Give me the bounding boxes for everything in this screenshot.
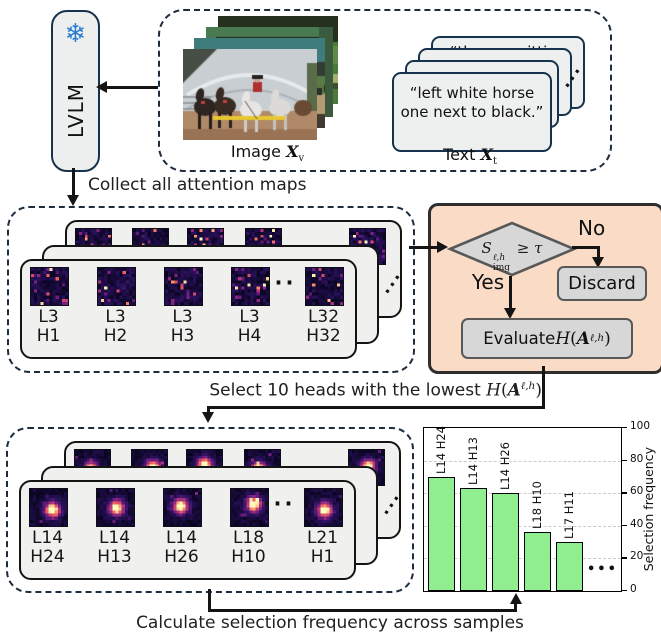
no-branch-line-2 — [597, 246, 600, 258]
y-tick-label: 0 — [630, 583, 637, 595]
no-branch-label: No — [578, 216, 606, 240]
chart-bar-label: L18 H10 — [530, 481, 544, 530]
attention-map — [29, 488, 68, 527]
yes-branch-label: Yes — [471, 270, 505, 294]
chart-bar — [492, 493, 519, 591]
chart-gridline — [424, 493, 621, 495]
attention-map — [96, 488, 135, 527]
text-stack-caption: Text Xt — [443, 145, 497, 168]
no-branch-line — [572, 246, 600, 249]
lvlm-label: LVLM — [63, 83, 88, 139]
y-tick-mark — [622, 427, 627, 429]
lvlm-model-box: ❄ LVLM — [51, 10, 100, 172]
chart-bar — [428, 476, 455, 591]
y-tick-mark — [622, 590, 627, 592]
heads-row-ellipsis: ··· — [262, 492, 296, 516]
arrowhead-down-icon — [504, 308, 516, 319]
chart-bar — [524, 532, 551, 591]
chart-bar — [460, 488, 487, 591]
arrowhead-down-icon — [202, 412, 214, 423]
chart-bar-label: L14 H24 — [434, 425, 448, 474]
heads-row-ellipsis: ··· — [263, 271, 297, 295]
attention-map — [305, 267, 344, 306]
frequency-path-line-2 — [208, 609, 517, 612]
discard-node: Discard — [557, 266, 647, 301]
y-tick-label: 60 — [630, 485, 644, 498]
y-tick-label: 40 — [630, 517, 644, 530]
frequency-path-line-1 — [208, 589, 211, 611]
attention-map — [97, 267, 136, 306]
attention-map — [304, 488, 343, 527]
arrow-maps-to-filter — [409, 246, 439, 249]
attention-map — [163, 488, 202, 527]
attention-map — [230, 488, 269, 527]
select-path-line-1 — [542, 366, 545, 409]
chart-bar-label: L14 H26 — [498, 442, 512, 491]
select-caption: Select 10 heads with the lowest H(Aℓ,h) — [209, 380, 542, 401]
yes-branch-line — [509, 276, 512, 309]
select-path-line-3 — [207, 406, 210, 413]
collect-caption: Collect all attention maps — [88, 175, 307, 195]
stack-card-front — [19, 480, 356, 580]
condition-diamond — [447, 221, 577, 277]
attention-map — [30, 267, 69, 306]
chart-bar-label: L17 H11 — [562, 491, 576, 540]
arrowhead-right-icon — [437, 241, 448, 253]
y-tick-label: 100 — [630, 420, 651, 432]
arrowhead-left-icon — [96, 81, 107, 93]
chart-bar-label: L14 H13 — [466, 437, 480, 486]
text-card-front: “left white horse one next to black.” — [392, 72, 552, 152]
arrowhead-down-icon — [592, 257, 604, 268]
image-stack-caption: Image Xv — [230, 142, 305, 165]
y-tick-label: 20 — [630, 550, 644, 563]
frequency-caption: Calculate selection frequency across sam… — [136, 613, 524, 633]
arrowhead-up-icon — [510, 593, 522, 604]
chart-y-axis-title: Selection frequency — [640, 447, 656, 572]
chart-bar — [556, 542, 583, 591]
chart-gridline — [424, 460, 621, 462]
frequency-path-line-3 — [514, 602, 517, 611]
chart-ellipsis: ••• — [587, 562, 618, 577]
arrow-lvlm-to-maps — [72, 168, 75, 196]
snowflake-frozen-icon: ❄ — [64, 19, 87, 49]
arrow-input-to-lvlm — [106, 86, 158, 89]
chart-gridline — [424, 525, 621, 527]
chart-gridline — [424, 558, 621, 560]
y-tick-mark — [622, 557, 627, 559]
y-tick-label: 80 — [630, 452, 644, 465]
attention-map — [164, 267, 203, 306]
arrowhead-down-icon — [67, 195, 79, 206]
attention-map — [231, 267, 270, 306]
sample-photo-horses — [183, 49, 317, 140]
y-tick-mark — [622, 492, 627, 494]
y-tick-mark — [622, 459, 627, 461]
y-tick-mark — [622, 524, 627, 527]
select-path-line-2 — [207, 406, 545, 409]
